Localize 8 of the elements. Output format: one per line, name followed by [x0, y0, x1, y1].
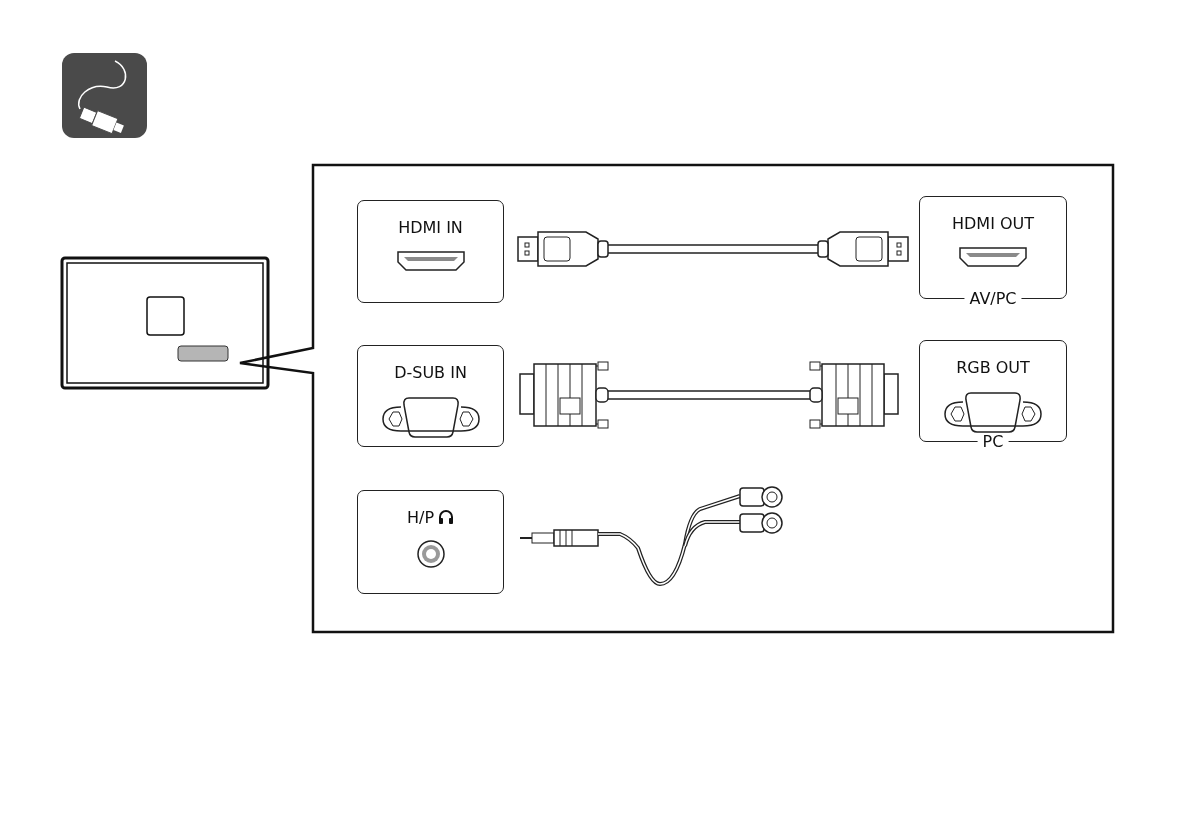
port-box	[357, 200, 504, 303]
source-label: AV/PC	[964, 290, 1022, 308]
port-label: D-SUB IN	[394, 363, 467, 382]
port-box	[357, 490, 504, 594]
port-label: HDMI OUT	[951, 214, 1034, 233]
port-label: RGB OUT	[956, 358, 1030, 377]
port-label: HDMI IN	[398, 218, 463, 237]
port-label: H/P	[406, 508, 435, 527]
